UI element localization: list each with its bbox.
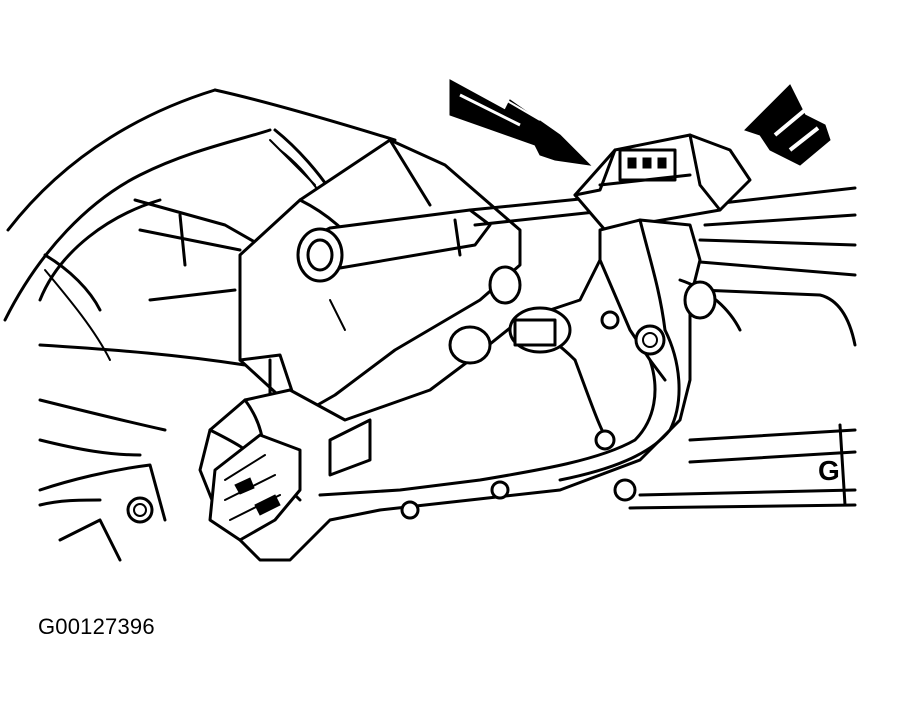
strut-rod xyxy=(296,196,597,283)
linkage-plate xyxy=(198,218,742,562)
letter-mark: G xyxy=(818,455,840,486)
background-chassis xyxy=(3,88,857,562)
direction-arrow-icon xyxy=(744,84,831,166)
electrical-connector xyxy=(573,133,752,232)
direction-arrow-icon xyxy=(449,79,592,166)
figure-id-label: G00127396 xyxy=(38,614,155,639)
